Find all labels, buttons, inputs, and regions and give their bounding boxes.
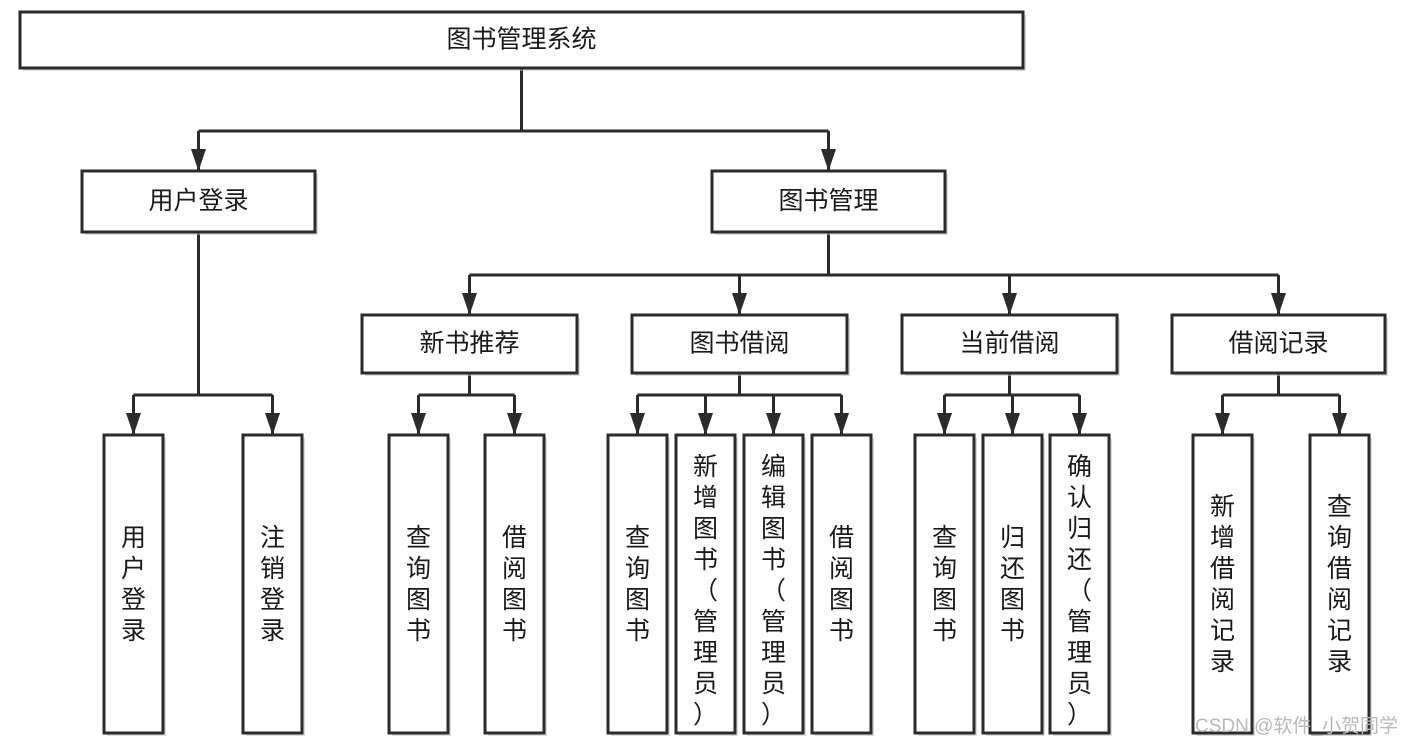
node-book-borrow[interactable]: 图书借阅 xyxy=(630,313,850,376)
node-label: 查询图书 xyxy=(625,524,650,645)
node-leaf-user-login[interactable]: 用户登录 xyxy=(102,433,166,736)
node-box[interactable] xyxy=(742,433,805,735)
node-leaf-add-book[interactable]: 新增图书（管理员） xyxy=(674,433,738,736)
node-box[interactable] xyxy=(387,433,450,735)
node-user-login[interactable]: 用户登录 xyxy=(80,169,318,235)
node-label: 查询图书 xyxy=(406,524,431,645)
arrow-head-icon xyxy=(1072,413,1087,435)
watermark-label: CSDN @软件_小贺同学 xyxy=(1195,715,1398,737)
arrow-head-icon xyxy=(462,293,477,315)
arrow-head-icon xyxy=(411,413,426,435)
node-leaf-edit-book[interactable]: 编辑图书（管理员） xyxy=(742,433,806,736)
node-label: 确认归还（管理员） xyxy=(1067,453,1092,729)
arrow-head-icon xyxy=(630,413,645,435)
node-box[interactable] xyxy=(1170,313,1387,375)
node-box[interactable] xyxy=(606,433,669,735)
node-box[interactable] xyxy=(900,313,1119,375)
node-box[interactable] xyxy=(710,169,947,234)
node-box[interactable] xyxy=(674,433,737,735)
node-leaf-query-book-3[interactable]: 查询图书 xyxy=(913,433,977,736)
node-book-manage[interactable]: 图书管理 xyxy=(710,169,948,235)
arrow-head-icon xyxy=(265,413,280,435)
node-borrow-record[interactable]: 借阅记录 xyxy=(1170,313,1388,376)
node-label: 注销登录 xyxy=(260,524,285,645)
node-label: 借阅图书 xyxy=(829,524,854,645)
node-box[interactable] xyxy=(913,433,976,735)
node-leaf-query-record[interactable]: 查询借阅记录 xyxy=(1308,433,1372,736)
node-label: 归还图书 xyxy=(1000,524,1025,645)
node-label: 图书管理系统 xyxy=(446,26,596,54)
arrow-head-icon xyxy=(937,413,952,435)
node-label: 新书推荐 xyxy=(419,330,519,358)
node-label: 图书借阅 xyxy=(689,330,789,358)
node-leaf-add-record[interactable]: 新增借阅记录 xyxy=(1191,433,1255,736)
arrow-head-icon xyxy=(191,149,206,171)
node-label: 图书管理 xyxy=(778,187,878,215)
node-leaf-borrow-book-1[interactable]: 借阅图书 xyxy=(483,433,547,736)
node-label: 用户登录 xyxy=(121,524,146,645)
node-box[interactable] xyxy=(80,169,317,234)
node-box[interactable] xyxy=(981,433,1044,735)
edges-layer xyxy=(126,68,1347,435)
node-leaf-query-book-2[interactable]: 查询图书 xyxy=(606,433,670,736)
node-leaf-logout[interactable]: 注销登录 xyxy=(241,433,305,736)
node-label: 查询借阅记录 xyxy=(1327,493,1352,676)
node-root[interactable]: 图书管理系统 xyxy=(18,10,1026,71)
node-label: 编辑图书（管理员） xyxy=(761,453,786,729)
node-leaf-borrow-book-2[interactable]: 借阅图书 xyxy=(810,433,874,736)
node-box[interactable] xyxy=(810,433,873,735)
node-leaf-confirm-return[interactable]: 确认归还（管理员） xyxy=(1048,433,1112,736)
arrow-head-icon xyxy=(1005,413,1020,435)
node-label: 用户登录 xyxy=(148,187,248,215)
arrow-head-icon xyxy=(126,413,141,435)
arrow-head-icon xyxy=(732,293,747,315)
arrow-head-icon xyxy=(1215,413,1230,435)
node-label: 查询图书 xyxy=(932,524,957,645)
node-leaf-query-book-1[interactable]: 查询图书 xyxy=(387,433,451,736)
node-label: 借阅图书 xyxy=(502,524,527,645)
nodes-layer: 图书管理系统用户登录图书管理新书推荐图书借阅当前借阅借阅记录用户登录注销登录查询… xyxy=(18,10,1388,736)
arrow-head-icon xyxy=(834,413,849,435)
node-label: 新增图书（管理员） xyxy=(693,453,718,729)
node-box[interactable] xyxy=(1048,433,1111,735)
node-label: 当前借阅 xyxy=(959,330,1059,358)
node-box[interactable] xyxy=(1191,433,1254,735)
node-box[interactable] xyxy=(18,10,1025,70)
arrow-head-icon xyxy=(766,413,781,435)
arrow-head-icon xyxy=(1271,293,1286,315)
node-box[interactable] xyxy=(483,433,546,735)
node-leaf-return-book[interactable]: 归还图书 xyxy=(981,433,1045,736)
node-current-borrow[interactable]: 当前借阅 xyxy=(900,313,1120,376)
node-label: 借阅记录 xyxy=(1228,330,1328,358)
node-box[interactable] xyxy=(102,433,165,735)
arrow-head-icon xyxy=(698,413,713,435)
node-box[interactable] xyxy=(1308,433,1371,735)
arrow-head-icon xyxy=(821,149,836,171)
arrow-head-icon xyxy=(507,413,522,435)
node-box[interactable] xyxy=(630,313,849,375)
node-new-book-rec[interactable]: 新书推荐 xyxy=(360,313,580,376)
arrow-head-icon xyxy=(1332,413,1347,435)
arrow-head-icon xyxy=(1002,293,1017,315)
node-label: 新增借阅记录 xyxy=(1210,493,1235,676)
node-box[interactable] xyxy=(360,313,579,375)
node-box[interactable] xyxy=(241,433,304,735)
